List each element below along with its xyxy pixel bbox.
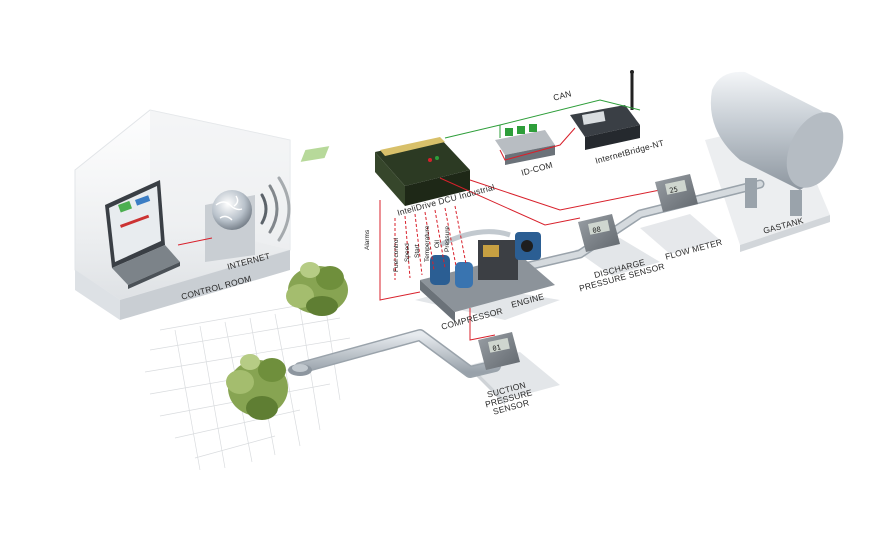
signal-speed: Speed	[404, 243, 411, 262]
discharge-pressure-sensor: 08	[578, 214, 620, 252]
signal-lines	[379, 127, 661, 341]
flow-meter-reading: 25	[669, 185, 679, 195]
suction-sensor-reading: 01	[492, 343, 502, 353]
signal-alarms: Alarms	[364, 229, 371, 250]
discharge-sensor-reading: 08	[592, 225, 602, 235]
laptop-icon	[105, 180, 180, 289]
suction-pressure-sensor: 01	[478, 332, 520, 370]
signal-start: Start	[414, 244, 421, 258]
flow-meter: 25	[655, 174, 698, 212]
can-bus-line	[444, 99, 641, 139]
wifi-waves-icon	[260, 176, 291, 242]
internet-bridge-device	[570, 70, 640, 150]
intellidrive-controller	[300, 137, 470, 206]
signal-temperature: Temperature	[424, 225, 431, 263]
pipeline	[294, 179, 765, 378]
tree-lower	[226, 354, 288, 420]
signal-fuel-control: Fuel control	[393, 238, 400, 272]
antenna-icon	[630, 70, 634, 110]
signal-pressure: Pressure	[444, 225, 451, 252]
gas-tank	[710, 71, 844, 216]
globe-icon	[205, 190, 255, 262]
pipe-flange	[288, 364, 312, 376]
tree-upper	[286, 262, 348, 316]
compressor-engine-unit	[420, 229, 555, 322]
signal-oil: Oil	[434, 240, 441, 248]
signal-line-room	[177, 237, 213, 246]
